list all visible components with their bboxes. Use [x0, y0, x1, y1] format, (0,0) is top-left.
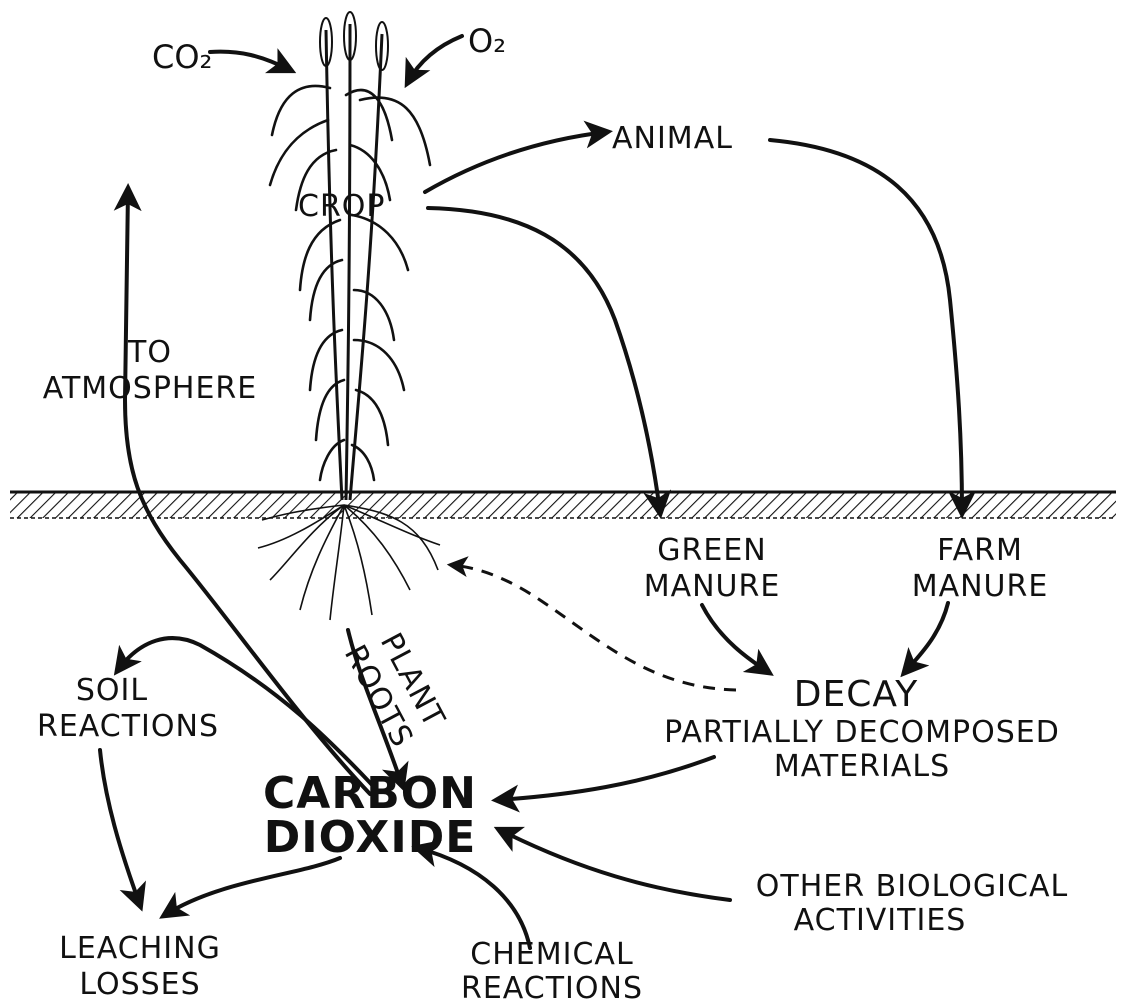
chemical-reactions-label-line1: CHEMICAL	[470, 937, 633, 972]
carbon-dioxide-label-line2: DIOXIDE	[264, 812, 477, 863]
partially-decomposed-label-line1: PARTIALLY DECOMPOSED	[664, 715, 1060, 750]
other-biological-label-line1: OTHER BIOLOGICAL	[756, 869, 1068, 904]
to-atmosphere-label-line2: ATMOSPHERE	[43, 371, 257, 406]
plant-roots-icon	[258, 505, 440, 620]
partially-decomposed-label-line2: MATERIALS	[774, 749, 950, 784]
chemical-reactions-label-line2: REACTIONS	[461, 971, 643, 1002]
animal-label: ANIMAL	[612, 121, 733, 156]
co2-label: CO₂	[152, 38, 212, 76]
other-biological-label-line2: ACTIVITIES	[794, 903, 967, 938]
leaching-losses-label-line1: LEACHING	[59, 931, 221, 966]
crop-label: CROP	[298, 189, 386, 224]
soil-reactions-label-line2: REACTIONS	[37, 709, 219, 744]
o2-label: O₂	[468, 22, 506, 60]
farm-manure-label-line2: MANURE	[912, 569, 1049, 604]
farm-manure-label-line1: FARM	[937, 533, 1023, 568]
soil-reactions-label-line1: SOIL	[76, 673, 148, 708]
green-manure-label-line1: GREEN	[657, 533, 766, 568]
green-manure-label-line2: MANURE	[644, 569, 781, 604]
soil-surface	[10, 492, 1116, 518]
leaching-losses-label-line2: LOSSES	[79, 967, 200, 1002]
decay-label: DECAY	[794, 674, 918, 715]
to-atmosphere-label-line1: TO	[127, 335, 172, 370]
wheat-plant-icon	[270, 12, 430, 500]
